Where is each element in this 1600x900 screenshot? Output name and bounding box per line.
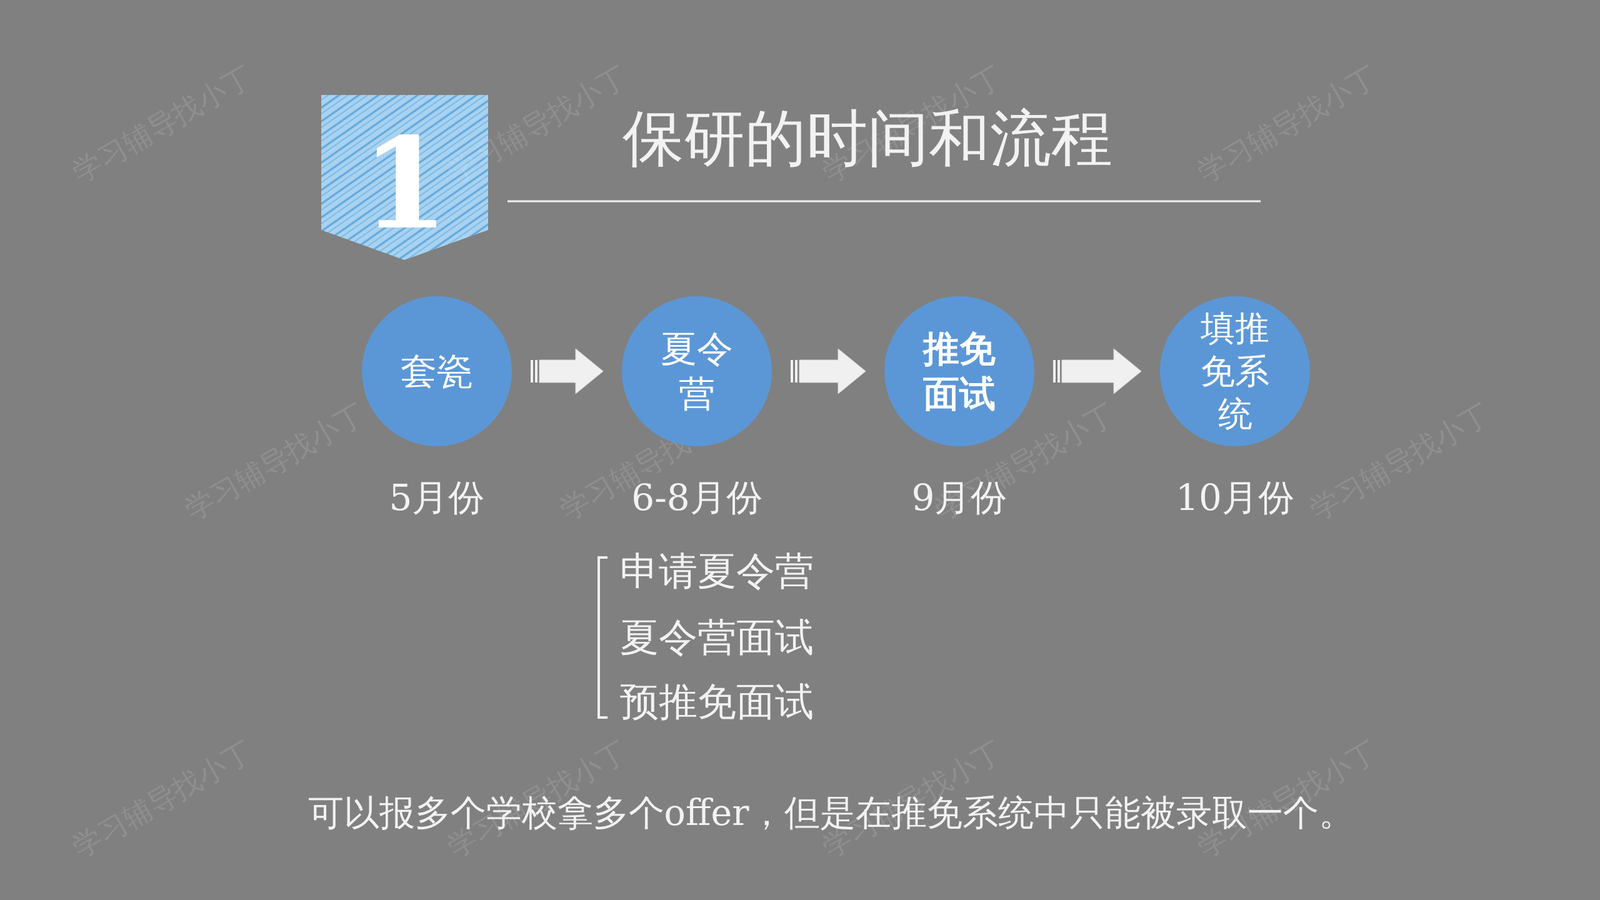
block-arrow	[790, 348, 866, 394]
step-label: 套瓷	[398, 348, 475, 395]
watermark: 学习辅导找小丁	[65, 58, 260, 193]
arrow-stripe	[790, 360, 794, 383]
month-label: 10月份	[1175, 476, 1295, 520]
watermark: 学习辅导找小丁	[65, 733, 260, 868]
section-number: 1	[361, 108, 449, 259]
watermark: 学习辅导找小丁	[1190, 58, 1385, 193]
arrow-stripe	[795, 360, 798, 383]
month-label: 5月份	[389, 476, 485, 520]
circle-text-group: 填推免系统	[1198, 306, 1272, 436]
note-text: 可以报多个学校拿多个offer，但是在推免系统中只能被录取一个。	[308, 791, 1355, 834]
title-rule	[507, 200, 1261, 203]
circle-text-group: 套瓷	[398, 348, 475, 395]
arrow-shape	[799, 348, 866, 394]
arrow-stripe	[530, 360, 534, 383]
watermark: 学习辅导找小丁	[178, 395, 372, 530]
arrow-shape	[539, 348, 604, 394]
circle-text-group: 推免面试	[921, 326, 998, 417]
step-circle: 夏令营	[621, 296, 772, 447]
list-bracket	[598, 557, 608, 718]
block-arrow	[530, 348, 604, 394]
list-item: 预推免面试	[620, 678, 814, 725]
month-label: 9月份	[911, 476, 1008, 520]
watermark: 学习辅导找小丁	[1303, 395, 1497, 530]
block-arrow	[1053, 348, 1142, 394]
step-label: 推免面试	[921, 326, 998, 417]
arrow-stripe	[535, 360, 538, 383]
list-item: 申请夏令营	[620, 548, 814, 595]
step-circle: 填推免系统	[1160, 296, 1310, 447]
step-label: 填推免系统	[1198, 306, 1272, 436]
circle-text-group: 夏令营	[658, 326, 735, 417]
arrow-stripe	[1057, 360, 1060, 383]
watermark: 学习辅导找小丁	[440, 58, 635, 193]
month-label: 6-8月份	[631, 476, 762, 520]
step-circle: 推免面试	[884, 296, 1035, 447]
arrow-shape	[1061, 348, 1142, 394]
step-circle: 套瓷	[361, 296, 512, 447]
step-label: 夏令营	[658, 326, 735, 417]
list-item: 夏令营面试	[620, 614, 814, 661]
arrow-stripe	[1053, 360, 1056, 383]
diagram-title: 保研的时间和流程	[622, 101, 1113, 176]
